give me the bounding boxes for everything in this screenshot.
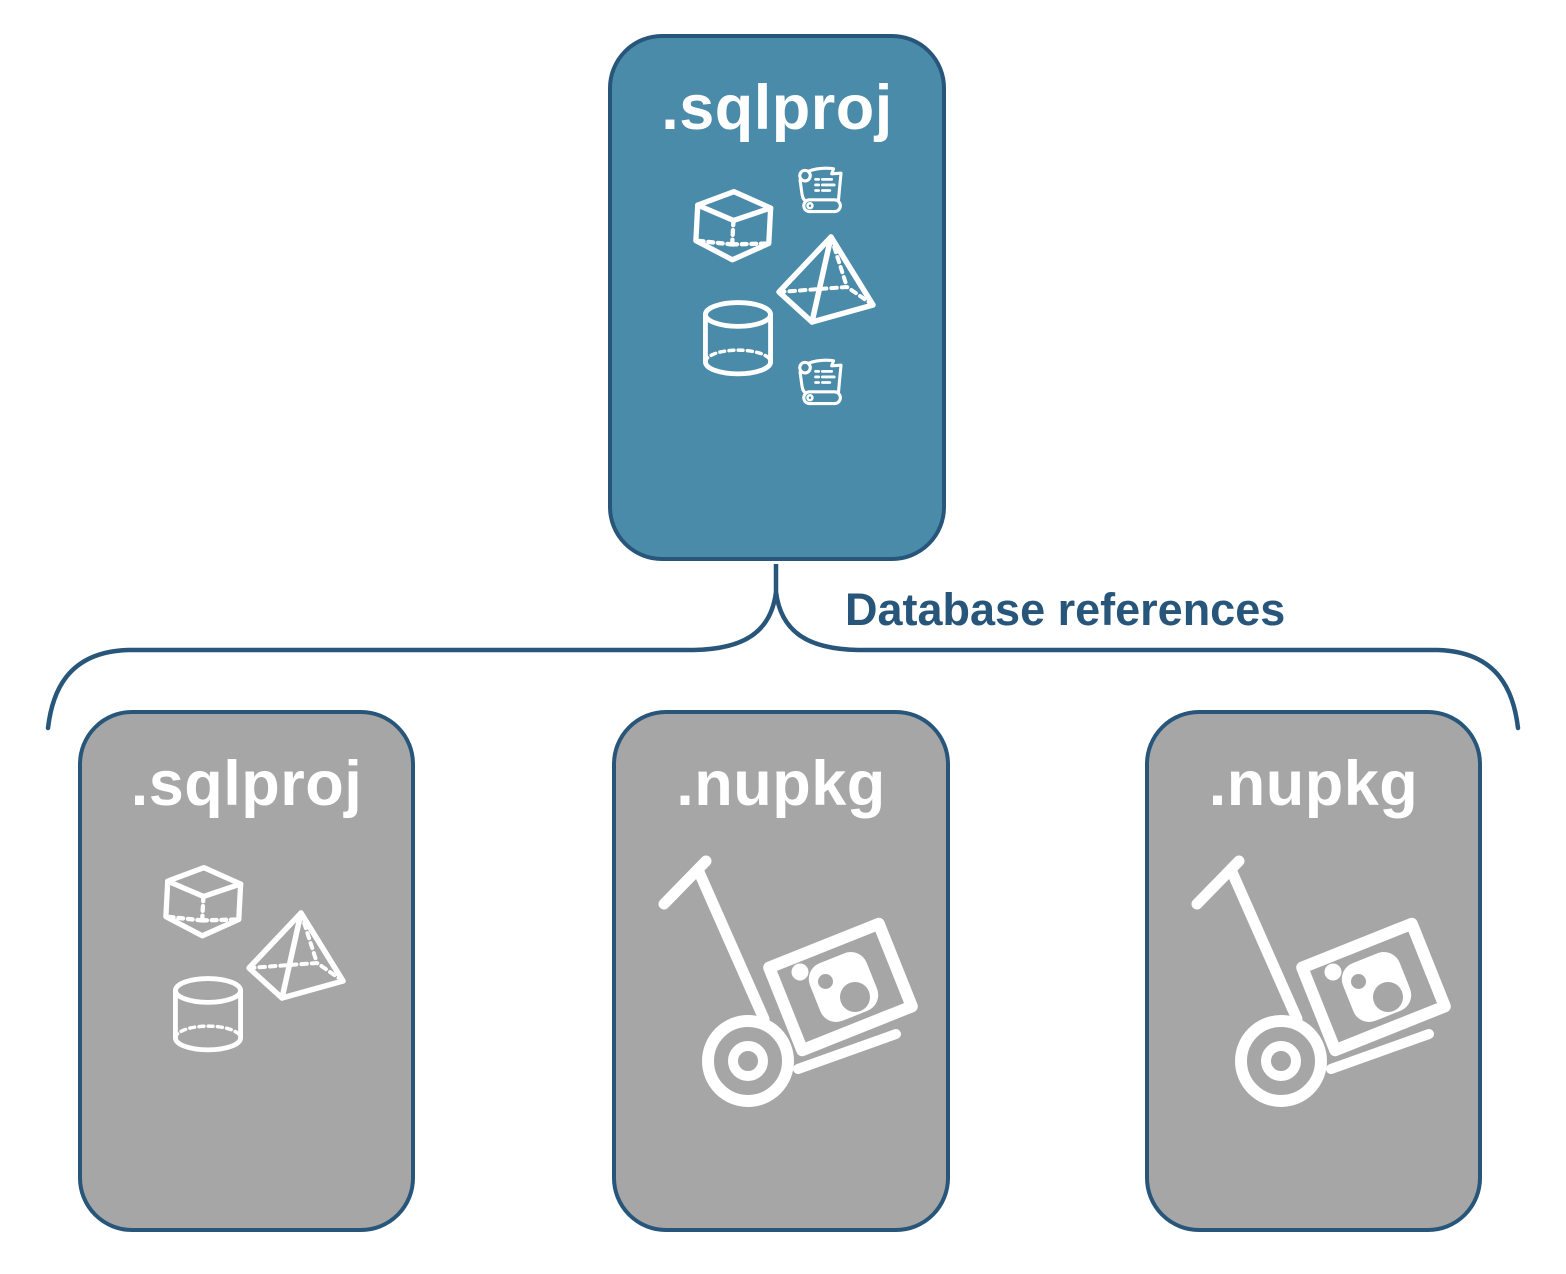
cube-icon [684, 182, 780, 278]
node-title: .sqlproj [130, 749, 363, 819]
pyramid-icon [246, 906, 346, 1006]
node-sqlproj-reference: .sqlproj [78, 710, 415, 1232]
node-sqlproj-parent: .sqlproj [608, 34, 946, 561]
node-nupkg-reference-2: .nupkg [1145, 710, 1482, 1232]
node-title: .nupkg [1208, 749, 1419, 819]
cylinder-icon [694, 296, 782, 384]
cube-icon [154, 858, 250, 954]
connector-label: Database references [845, 584, 1286, 635]
node-title: .nupkg [676, 749, 886, 819]
hand-truck-with-package-icon [1175, 846, 1475, 1146]
pyramid-icon [776, 230, 876, 330]
hand-truck-with-package-icon [642, 846, 942, 1146]
node-nupkg-reference-1: .nupkg [612, 710, 950, 1232]
script-scroll-icon [792, 162, 854, 224]
cylinder-icon [164, 972, 252, 1060]
script-scroll-icon [792, 354, 854, 416]
node-title: .sqlproj [661, 73, 893, 143]
